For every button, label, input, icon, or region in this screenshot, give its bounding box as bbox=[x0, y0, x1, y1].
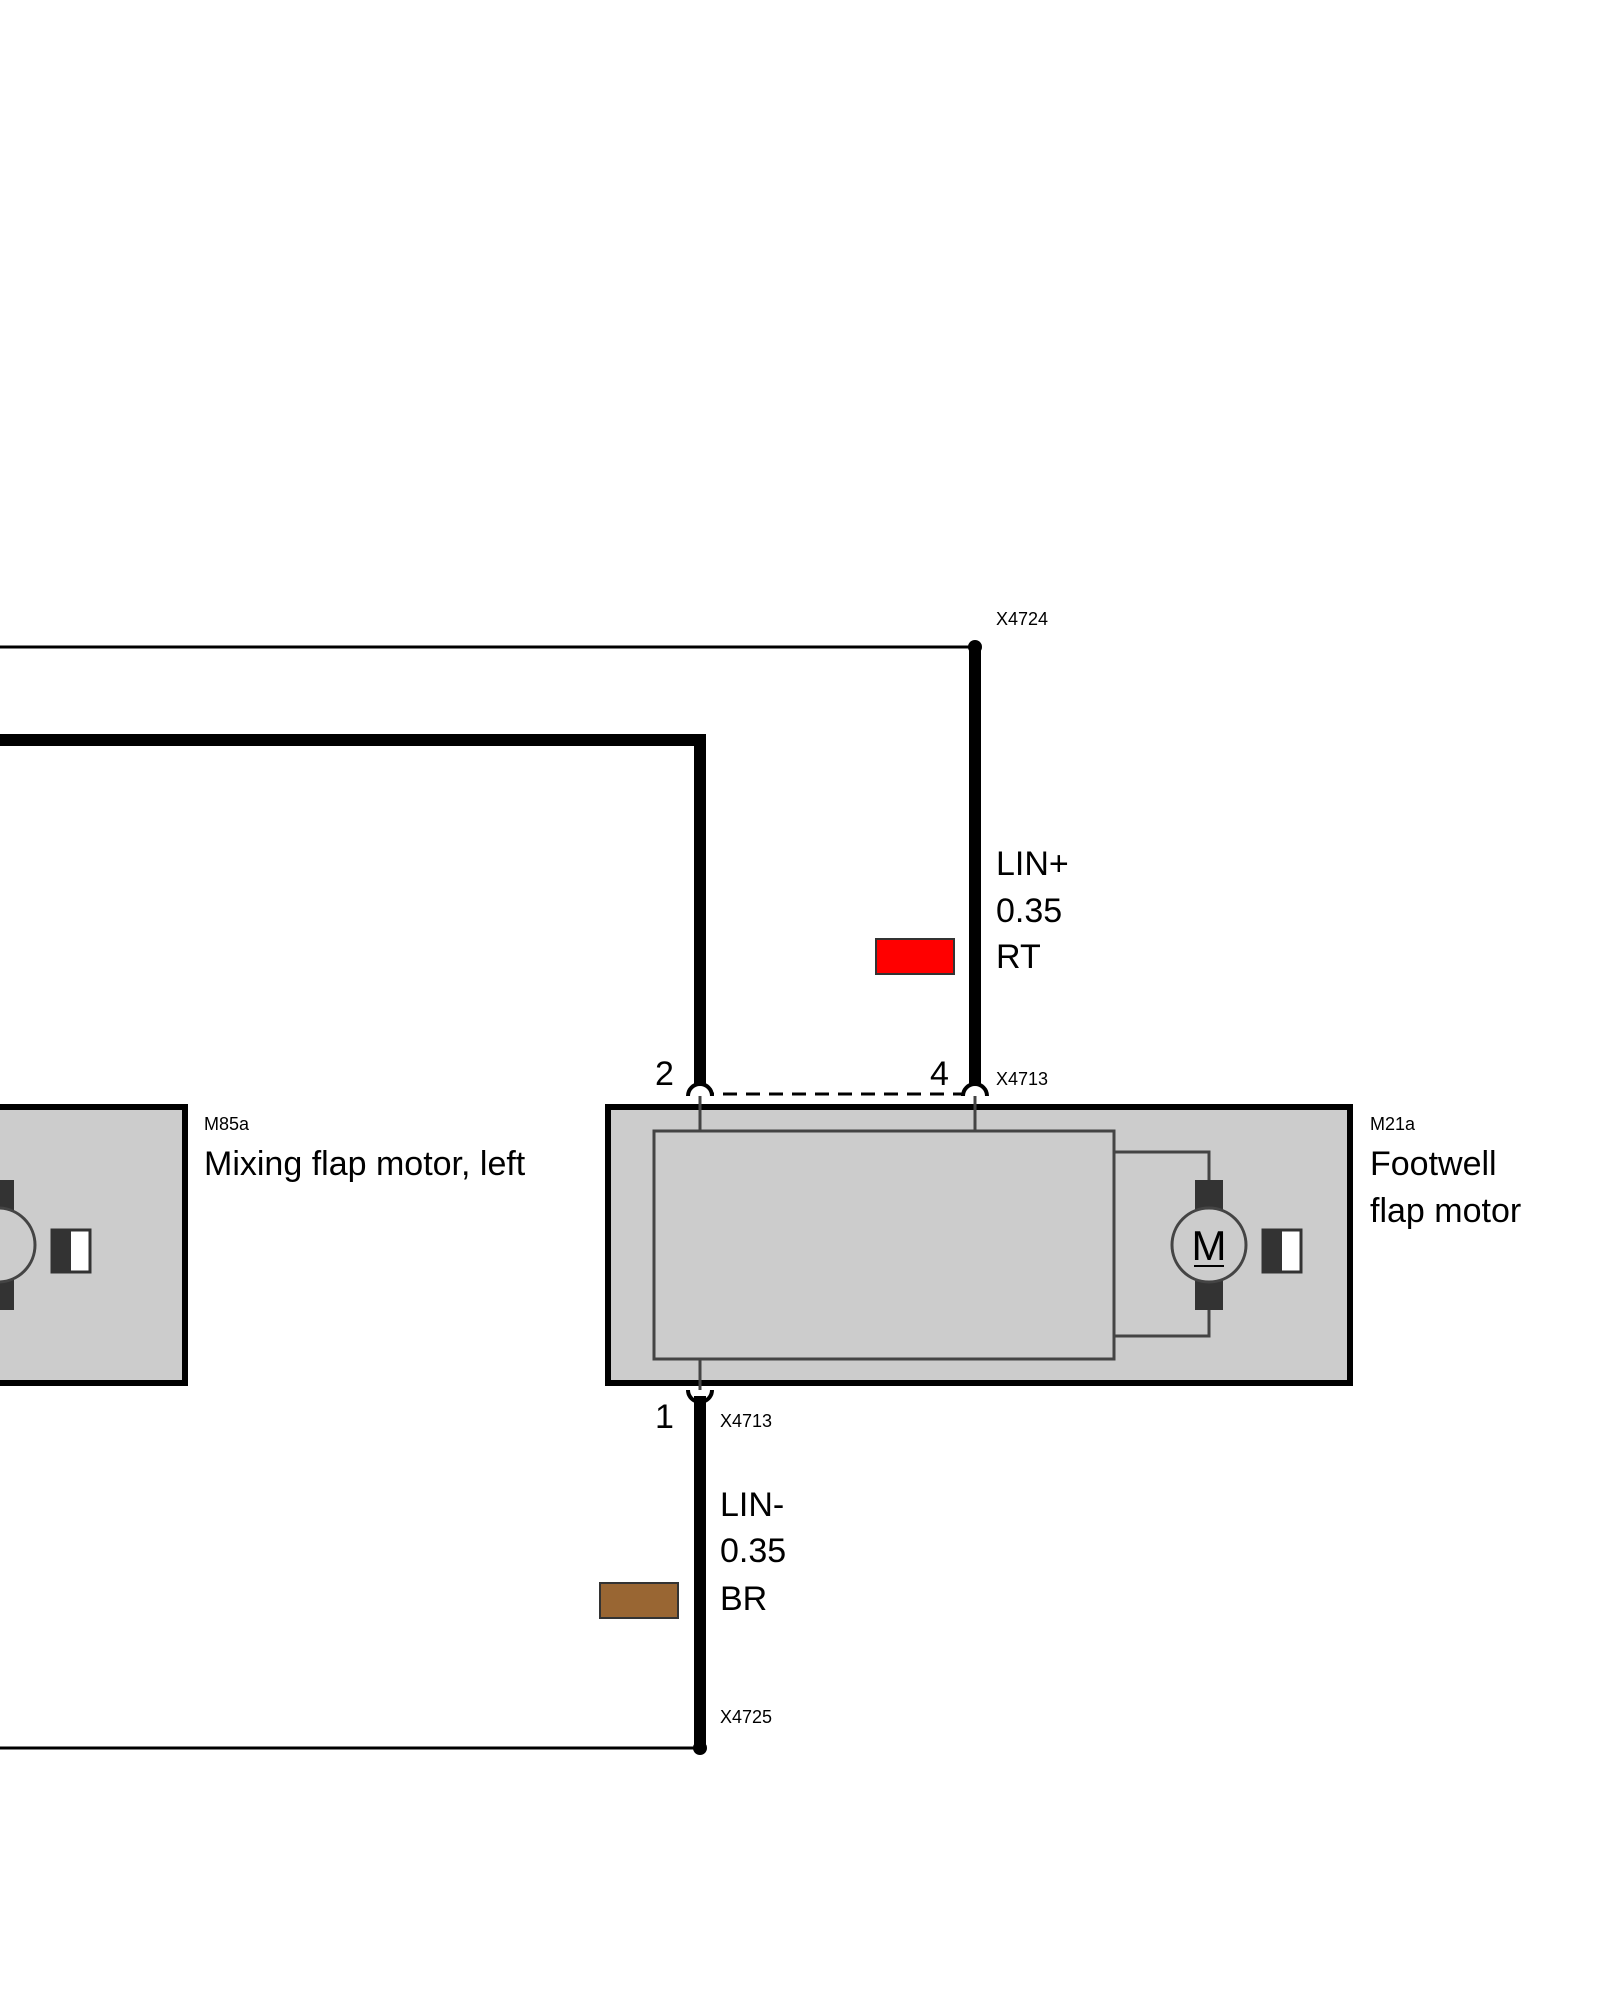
connector-x4724-label: X4724 bbox=[996, 609, 1048, 629]
lin-plus-color-code: RT bbox=[996, 938, 1041, 976]
connector-x4725-label: X4725 bbox=[720, 1707, 772, 1727]
mixing-motor-name: Mixing flap motor, left bbox=[204, 1145, 526, 1183]
lin-minus-color-code: BR bbox=[720, 1580, 767, 1618]
connector-x4713-top-label: X4713 bbox=[996, 1069, 1048, 1089]
pin-4-label: 4 bbox=[930, 1055, 949, 1093]
footwell-motor-name-line2: flap motor bbox=[1370, 1192, 1521, 1230]
pin-2-label: 2 bbox=[655, 1055, 674, 1093]
motor-letter: M bbox=[1192, 1222, 1227, 1269]
footwell-motor-name-line1: Footwell bbox=[1370, 1145, 1497, 1183]
connector-x4713-bottom-label: X4713 bbox=[720, 1411, 772, 1431]
pin-4-contact bbox=[961, 1082, 989, 1097]
footwell-motor-code: M21a bbox=[1370, 1114, 1416, 1134]
lin-minus-color-swatch bbox=[599, 1582, 679, 1619]
pin-2-contact bbox=[686, 1082, 714, 1097]
lin-minus-gauge: 0.35 bbox=[720, 1532, 786, 1570]
mixing-motor-symbol bbox=[0, 1180, 92, 1310]
mixing-motor-code: M85a bbox=[204, 1114, 250, 1134]
motor-lead-bottom bbox=[1114, 1310, 1211, 1338]
pin-1-label: 1 bbox=[655, 1398, 674, 1436]
splice-point-bottom bbox=[693, 1741, 707, 1755]
footwell-motor-symbol: M bbox=[1170, 1180, 1303, 1310]
lin-plus-gauge: 0.35 bbox=[996, 892, 1062, 930]
lin-plus-color-swatch bbox=[875, 938, 955, 975]
lin-minus-signal: LIN- bbox=[720, 1486, 784, 1524]
footwell-motor-electronics-block bbox=[652, 1129, 1116, 1361]
motor-lead-top bbox=[1114, 1150, 1211, 1180]
pin2-wire bbox=[0, 734, 706, 1092]
lin-plus-signal: LIN+ bbox=[996, 845, 1069, 883]
